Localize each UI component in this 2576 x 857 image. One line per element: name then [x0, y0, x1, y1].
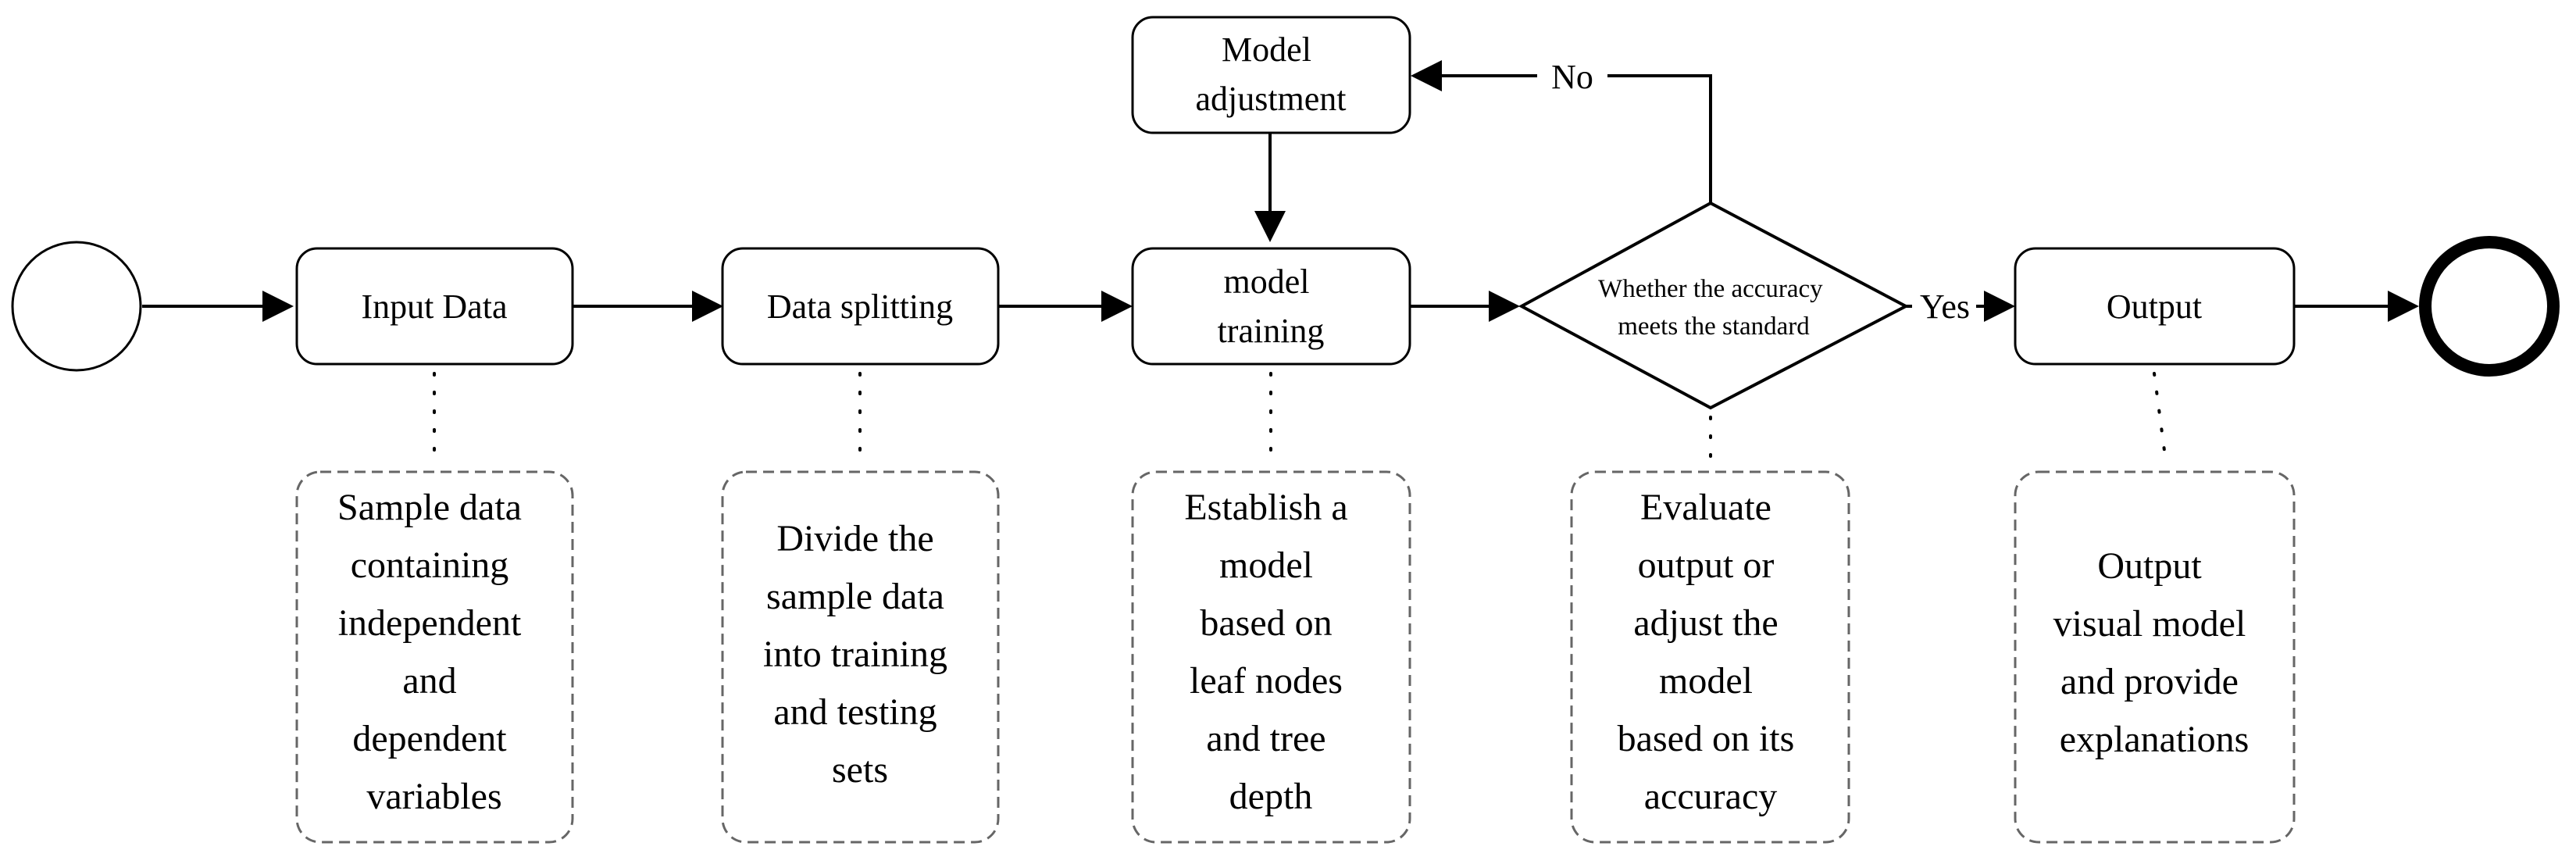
output-note-text: Output visual model and provide explanat… [2053, 545, 2256, 760]
output-box [2014, 247, 2296, 366]
input-data-note-text: Sample data containing independent and d… [337, 487, 531, 817]
data-splitting-box [721, 247, 1000, 366]
input-data-box [295, 247, 574, 366]
decision-note-text: Evaluate output or adjust the model base… [1618, 487, 1804, 817]
loop-decision-up [1607, 74, 1712, 203]
data-splitting-note-text: Divide the sample data into training and… [763, 518, 957, 791]
end-event [2419, 236, 2560, 377]
connector-output-note [2153, 372, 2167, 464]
model-training-box [1131, 247, 1411, 366]
data-splitting-note [721, 470, 1000, 844]
model-adjustment-box [1131, 16, 1411, 134]
model-training-label: model training [1218, 262, 1325, 350]
no-edge-label: No [1551, 58, 1593, 96]
decision-diamond [1518, 201, 1910, 410]
decision-note [1570, 470, 1850, 844]
model-training-note [1131, 470, 1411, 844]
start-event [11, 241, 142, 372]
model-adjustment-label: Model adjustment [1195, 30, 1346, 118]
yes-edge-label: Yes [1920, 287, 1970, 326]
data-splitting-label: Data splitting [767, 287, 953, 326]
decision-label: Whether the accuracy meets the standard [1598, 275, 1829, 341]
output-label: Output [2107, 287, 2202, 326]
output-note [2014, 470, 2296, 844]
model-training-note-text: Establish a model based on leaf nodes an… [1184, 487, 1357, 817]
input-data-note [295, 470, 574, 844]
input-data-label: Input Data [362, 287, 508, 326]
